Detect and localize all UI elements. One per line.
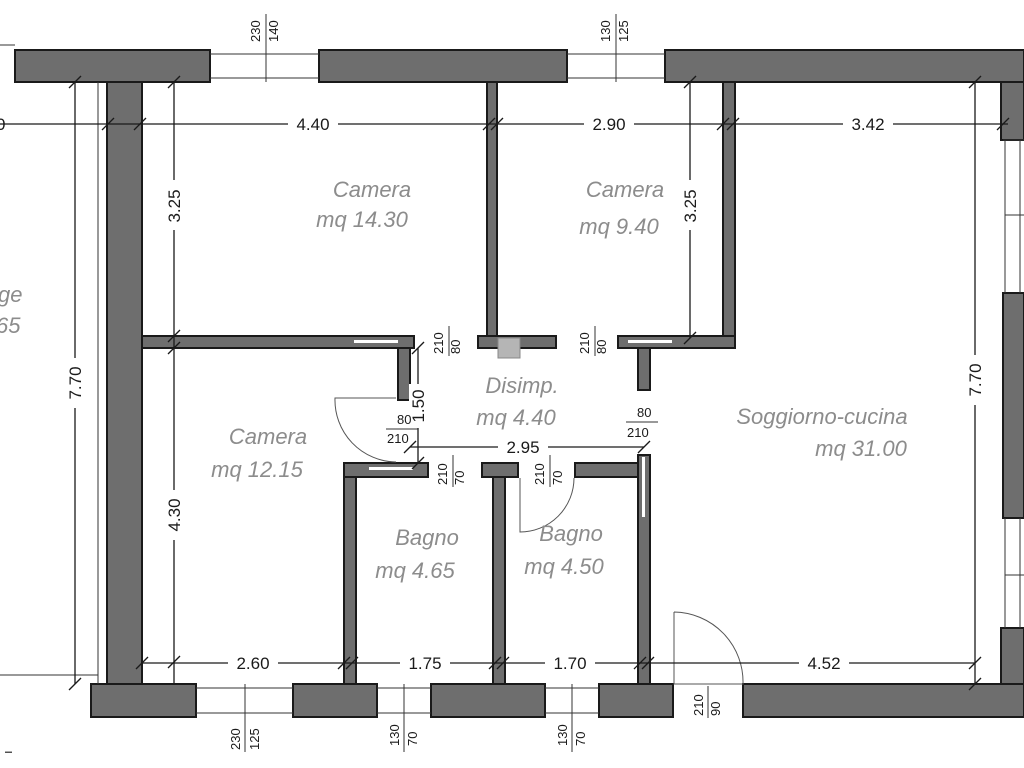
floor-marker xyxy=(497,337,521,359)
wall-bottom-5 xyxy=(742,683,1024,718)
room-soggiorno-area: mq 31.00 xyxy=(815,436,907,461)
opening-8-top: 80 xyxy=(637,405,651,420)
opening-1-bottom: 230 xyxy=(248,20,263,42)
door-leaves xyxy=(354,337,672,517)
opening-3-bottom: 210 xyxy=(431,332,446,354)
wall-stub-right xyxy=(637,347,651,391)
opening-12-top: 90 xyxy=(708,702,723,716)
opening-5-bottom: 210 xyxy=(387,431,409,446)
dim-hall-depth-1-50: 1.50 xyxy=(409,389,428,422)
opening-1-top: 140 xyxy=(266,20,281,42)
opening-7-top: 70 xyxy=(550,471,565,485)
room-camera-2-name: Camera xyxy=(586,177,664,202)
wall-bath-top-mid xyxy=(481,462,519,478)
wall-bath-middle xyxy=(492,476,506,685)
wall-right-lower xyxy=(1000,627,1024,685)
wall-top-1 xyxy=(14,49,211,83)
wall-left-main xyxy=(106,81,143,688)
room-camera-2-area: mq 9.40 xyxy=(579,214,659,239)
wall-bottom-4 xyxy=(598,683,674,718)
door-leaf-4 xyxy=(642,457,645,517)
wall-bath-left xyxy=(343,476,357,685)
door-leaf-3 xyxy=(369,467,413,470)
dim-right-upper-3-25: 3.25 xyxy=(681,189,700,222)
wall-bottom-3 xyxy=(430,683,546,718)
opening-edge-fragment: ı xyxy=(0,750,15,754)
room-garage-name-fragment: ge xyxy=(0,282,22,307)
room-disimp-name: Disimp. xyxy=(485,373,558,398)
room-camera-1-name: Camera xyxy=(333,177,411,202)
dim-top-4-40: 4.40 xyxy=(296,115,329,134)
opening-4-top: 80 xyxy=(594,340,609,354)
dim-left-lower-4-30: 4.30 xyxy=(165,498,184,531)
wall-h-upper-right xyxy=(617,335,736,349)
room-disimp-area: mq 4.40 xyxy=(476,405,556,430)
dim-hall-width-2-95: 2.95 xyxy=(506,438,539,457)
opening-4-bottom: 210 xyxy=(577,332,592,354)
room-camera-3-area: mq 12.15 xyxy=(211,457,303,482)
opening-9-top: 125 xyxy=(247,728,262,750)
wall-h-upper-left xyxy=(141,335,415,349)
door-swings xyxy=(334,397,744,685)
opening-11-top: 70 xyxy=(573,732,588,746)
opening-9-bottom: 230 xyxy=(228,728,243,750)
room-bagno-1-name: Bagno xyxy=(395,525,459,550)
opening-6-bottom: 210 xyxy=(435,463,450,485)
wall-right-upper xyxy=(1000,81,1024,141)
opening-5-top: 80 xyxy=(397,412,411,427)
dimension-labels: 4.40 2.90 3.42 0 3.25 3.25 7.70 7.70 4.3… xyxy=(0,114,985,673)
dim-bottom-4-52: 4.52 xyxy=(807,654,840,673)
wall-bath-right xyxy=(637,454,651,685)
opening-6-top: 70 xyxy=(452,471,467,485)
room-garage-area-fragment: 65 xyxy=(0,313,21,338)
room-bagno-2-area: mq 4.50 xyxy=(524,554,604,579)
wall-top-3 xyxy=(664,49,1024,83)
door-swing-camera xyxy=(334,397,397,463)
dim-top-3-42: 3.42 xyxy=(851,115,884,134)
wall-bottom-2 xyxy=(292,683,378,718)
door-swing-entrance xyxy=(673,611,744,685)
opening-8-bottom: 210 xyxy=(627,425,649,440)
door-leaf-2 xyxy=(628,340,672,343)
opening-11-bottom: 130 xyxy=(555,724,570,746)
dim-left-upper-3-25: 3.25 xyxy=(165,189,184,222)
opening-12-bottom: 210 xyxy=(691,694,706,716)
wall-bottom-1 xyxy=(90,683,197,718)
dim-bottom-2-60: 2.60 xyxy=(236,654,269,673)
room-bagno-2-name: Bagno xyxy=(539,521,603,546)
opening-2-bottom: 130 xyxy=(598,20,613,42)
room-camera-3-name: Camera xyxy=(229,424,307,449)
dim-top-2-90: 2.90 xyxy=(592,115,625,134)
wall-top-2 xyxy=(318,49,568,83)
walls xyxy=(14,49,1024,718)
opening-labels: 140 230 125 130 80 210 80 210 80 210 70 … xyxy=(0,14,723,754)
dim-overall-left-7-70: 7.70 xyxy=(66,366,85,399)
door-leaf-1 xyxy=(354,340,398,343)
room-soggiorno-name: Soggiorno-cucina xyxy=(736,404,907,429)
opening-7-bottom: 210 xyxy=(532,463,547,485)
dim-bottom-1-70: 1.70 xyxy=(553,654,586,673)
wall-stub-left xyxy=(397,347,411,401)
room-labels: Camera mq 14.30 Camera mq 9.40 Camera mq… xyxy=(0,177,908,583)
opening-3-top: 80 xyxy=(448,340,463,354)
room-bagno-1-area: mq 4.65 xyxy=(375,558,455,583)
room-camera-1-area: mq 14.30 xyxy=(316,207,408,232)
dim-left-partial: 0 xyxy=(0,115,5,134)
dim-bottom-1-75: 1.75 xyxy=(408,654,441,673)
opening-2-top: 125 xyxy=(616,20,631,42)
opening-10-top: 70 xyxy=(405,732,420,746)
wall-right-window-pillar xyxy=(1002,292,1024,519)
door-swing-bagno xyxy=(519,477,575,533)
opening-10-bottom: 130 xyxy=(387,724,402,746)
dim-overall-right-7-70: 7.70 xyxy=(966,363,985,396)
